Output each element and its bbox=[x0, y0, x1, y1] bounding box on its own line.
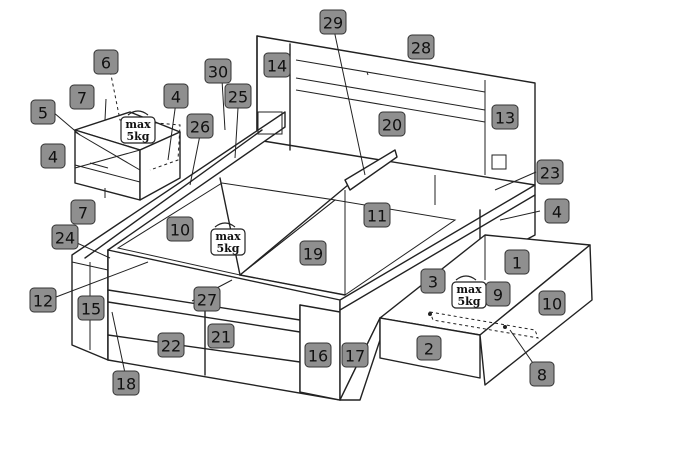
part-label-text: 12 bbox=[33, 292, 53, 311]
part-label-18: 18 bbox=[112, 370, 140, 396]
part-label-text: 16 bbox=[308, 347, 328, 366]
svg-text:max: max bbox=[215, 230, 241, 243]
part-label-text: 4 bbox=[48, 148, 58, 167]
weight-limit-tag-drawer: max 5kg bbox=[451, 275, 487, 309]
part-label-23: 23 bbox=[536, 159, 564, 185]
svg-text:5kg: 5kg bbox=[217, 242, 240, 255]
part-label-25: 25 bbox=[224, 83, 252, 109]
part-label-14: 14 bbox=[263, 52, 291, 78]
part-label-20: 20 bbox=[378, 111, 406, 137]
part-label-text: 2 bbox=[424, 340, 434, 359]
part-label-21: 21 bbox=[207, 323, 235, 349]
part-label-17: 17 bbox=[341, 342, 369, 368]
svg-text:max: max bbox=[456, 283, 482, 296]
part-label-text: 8 bbox=[537, 366, 547, 385]
part-label-3: 3 bbox=[420, 268, 446, 294]
part-label-24: 24 bbox=[51, 224, 79, 250]
part-label-text: 15 bbox=[81, 300, 101, 319]
part-label-text: 9 bbox=[493, 286, 503, 305]
part-label-text: 22 bbox=[161, 337, 181, 356]
part-label-19: 19 bbox=[299, 240, 327, 266]
part-label-27: 27 bbox=[193, 286, 221, 312]
part-label-2: 2 bbox=[416, 335, 442, 361]
part-label-26: 26 bbox=[186, 113, 214, 139]
part-label-text: 10 bbox=[542, 295, 562, 314]
part-label-9: 9 bbox=[485, 281, 511, 307]
part-label-text: 23 bbox=[540, 164, 560, 183]
part-label-16: 16 bbox=[304, 342, 332, 368]
part-label-10: 10 bbox=[166, 216, 194, 242]
part-label-4: 4 bbox=[163, 83, 189, 109]
part-label-13: 13 bbox=[491, 104, 519, 130]
part-label-text: 14 bbox=[267, 57, 287, 76]
part-label-12: 12 bbox=[29, 287, 57, 313]
part-label-text: 18 bbox=[116, 375, 136, 394]
part-label-text: 7 bbox=[78, 204, 88, 223]
part-label-text: 11 bbox=[367, 207, 387, 226]
part-label-text: 20 bbox=[382, 116, 402, 135]
part-label-text: 26 bbox=[190, 118, 210, 137]
part-label-5: 5 bbox=[30, 99, 56, 125]
part-label-text: 4 bbox=[552, 203, 562, 222]
svg-text:max: max bbox=[125, 118, 151, 131]
weight-limit-tag-bed: max 5kg bbox=[210, 222, 246, 256]
weight-limit-tag-nightstand: max 5kg bbox=[120, 110, 156, 144]
part-label-7: 7 bbox=[69, 84, 95, 110]
leader-lines bbox=[52, 29, 541, 374]
part-label-text: 10 bbox=[170, 221, 190, 240]
part-label-text: 21 bbox=[211, 328, 231, 347]
part-label-text: 5 bbox=[38, 104, 48, 123]
part-label-29: 29 bbox=[319, 9, 347, 35]
part-label-22: 22 bbox=[157, 332, 185, 358]
part-label-11: 11 bbox=[363, 202, 391, 228]
part-label-text: 19 bbox=[303, 245, 323, 264]
part-label-6: 6 bbox=[93, 49, 119, 75]
part-label-text: 4 bbox=[171, 88, 181, 107]
part-label-4: 4 bbox=[544, 198, 570, 224]
svg-text:5kg: 5kg bbox=[458, 295, 481, 308]
part-label-text: 27 bbox=[197, 291, 217, 310]
part-label-text: 1 bbox=[512, 254, 522, 273]
svg-text:5kg: 5kg bbox=[127, 130, 150, 143]
part-label-text: 25 bbox=[228, 88, 248, 107]
part-label-8: 8 bbox=[529, 361, 555, 387]
part-label-text: 3 bbox=[428, 273, 438, 292]
part-label-4: 4 bbox=[40, 143, 66, 169]
part-label-7: 7 bbox=[70, 199, 96, 225]
part-label-text: 13 bbox=[495, 109, 515, 128]
part-label-text: 30 bbox=[208, 63, 228, 82]
part-label-1: 1 bbox=[504, 249, 530, 275]
part-label-text: 24 bbox=[55, 229, 75, 248]
part-label-10: 10 bbox=[538, 290, 566, 316]
part-label-text: 6 bbox=[101, 54, 111, 73]
part-label-text: 7 bbox=[77, 89, 87, 108]
part-label-text: 17 bbox=[345, 347, 365, 366]
part-label-28: 28 bbox=[407, 34, 435, 60]
inner-panels bbox=[116, 149, 457, 296]
part-label-15: 15 bbox=[77, 295, 105, 321]
part-label-30: 30 bbox=[204, 58, 232, 84]
part-label-text: 29 bbox=[323, 14, 343, 33]
part-label-text: 28 bbox=[411, 39, 431, 58]
